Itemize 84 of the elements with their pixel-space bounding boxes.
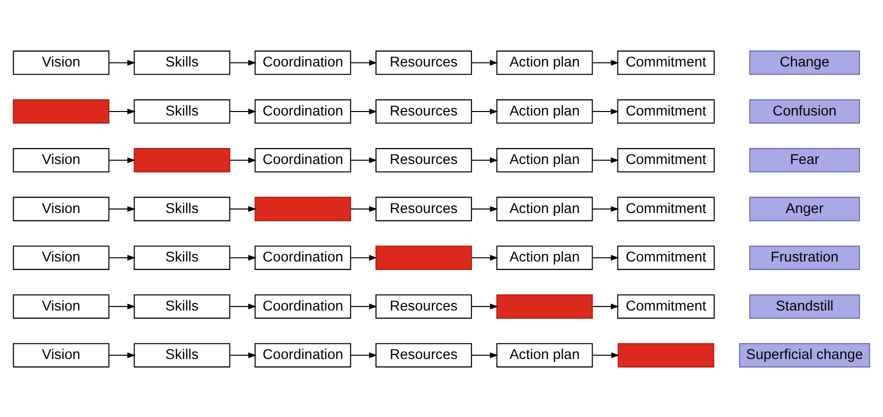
node-box: Resources xyxy=(375,294,472,318)
arrow xyxy=(350,156,378,163)
node-box: Coordination xyxy=(254,294,352,318)
node-box: Commitment xyxy=(617,196,715,221)
node-box xyxy=(618,342,714,367)
node-box: Coordination xyxy=(254,50,352,74)
arrow xyxy=(230,156,256,163)
arrow xyxy=(592,108,620,114)
node-box: Commitment xyxy=(617,294,715,318)
node-box: Action plan xyxy=(496,148,593,172)
arrow xyxy=(350,108,378,114)
arrow xyxy=(472,59,498,66)
arrow xyxy=(230,108,256,114)
node-box: Superficial change xyxy=(739,342,870,367)
node-box: Vision xyxy=(12,294,110,318)
node-box: Commitment xyxy=(617,50,715,74)
arrow xyxy=(472,108,498,114)
node-box: Skills xyxy=(134,98,230,124)
node-box: Commitment xyxy=(617,245,715,270)
node-box: Frustration xyxy=(749,245,860,270)
node-box: Vision xyxy=(12,196,110,221)
arrow xyxy=(350,303,378,309)
arrow xyxy=(109,254,136,260)
arrow xyxy=(472,303,498,309)
node-box: Commitment xyxy=(617,98,715,124)
arrow xyxy=(230,352,256,358)
arrow xyxy=(109,108,136,114)
node-box: Skills xyxy=(134,342,230,367)
arrow xyxy=(109,303,136,309)
arrow xyxy=(230,303,256,309)
node-box xyxy=(254,196,352,221)
node-box: Action plan xyxy=(496,98,593,124)
arrow xyxy=(109,352,136,358)
arrow xyxy=(592,156,620,163)
arrow xyxy=(592,59,620,66)
arrow xyxy=(350,59,378,66)
node-box: Resources xyxy=(375,196,472,221)
node-box: Action plan xyxy=(496,196,593,221)
arrow xyxy=(230,59,256,66)
node-box: Vision xyxy=(12,50,110,74)
node-box: Change xyxy=(749,50,860,74)
node-box: Action plan xyxy=(496,245,593,270)
node-box: Coordination xyxy=(254,342,352,367)
node-box: Action plan xyxy=(496,342,593,367)
arrow xyxy=(472,254,498,260)
node-box: Resources xyxy=(375,342,472,367)
arrow xyxy=(472,156,498,163)
arrow xyxy=(592,206,620,212)
arrow xyxy=(472,352,498,358)
arrow xyxy=(109,59,136,66)
node-box: Resources xyxy=(375,98,472,124)
node-box: Fear xyxy=(749,148,860,172)
arrow xyxy=(230,206,256,212)
node-box: Skills xyxy=(134,50,230,74)
node-box: Skills xyxy=(134,196,230,221)
node-box: Vision xyxy=(12,245,110,270)
arrow xyxy=(350,254,378,260)
node-box: Coordination xyxy=(254,148,352,172)
arrow xyxy=(109,206,136,212)
node-box: Vision xyxy=(12,148,110,172)
node-box: Anger xyxy=(749,196,860,221)
node-box: Commitment xyxy=(617,148,715,172)
arrow xyxy=(350,206,378,212)
arrow xyxy=(592,352,620,358)
node-box: Resources xyxy=(375,148,472,172)
node-box: Action plan xyxy=(496,50,593,74)
node-box: Resources xyxy=(375,50,472,74)
node-box: Confusion xyxy=(749,98,860,124)
node-box: Coordination xyxy=(254,245,352,270)
arrow xyxy=(472,206,498,212)
node-box: Skills xyxy=(134,294,230,318)
arrow xyxy=(109,156,136,163)
arrow xyxy=(592,254,620,260)
node-box: Coordination xyxy=(254,98,352,124)
node-box: Skills xyxy=(134,245,230,270)
node-box xyxy=(375,245,472,270)
node-box xyxy=(12,98,110,124)
node-box xyxy=(496,294,593,318)
node-box: Vision xyxy=(12,342,110,367)
arrow xyxy=(350,352,378,358)
node-box: Standstill xyxy=(749,294,860,318)
arrow xyxy=(592,303,620,309)
node-box xyxy=(134,148,230,172)
arrow xyxy=(230,254,256,260)
